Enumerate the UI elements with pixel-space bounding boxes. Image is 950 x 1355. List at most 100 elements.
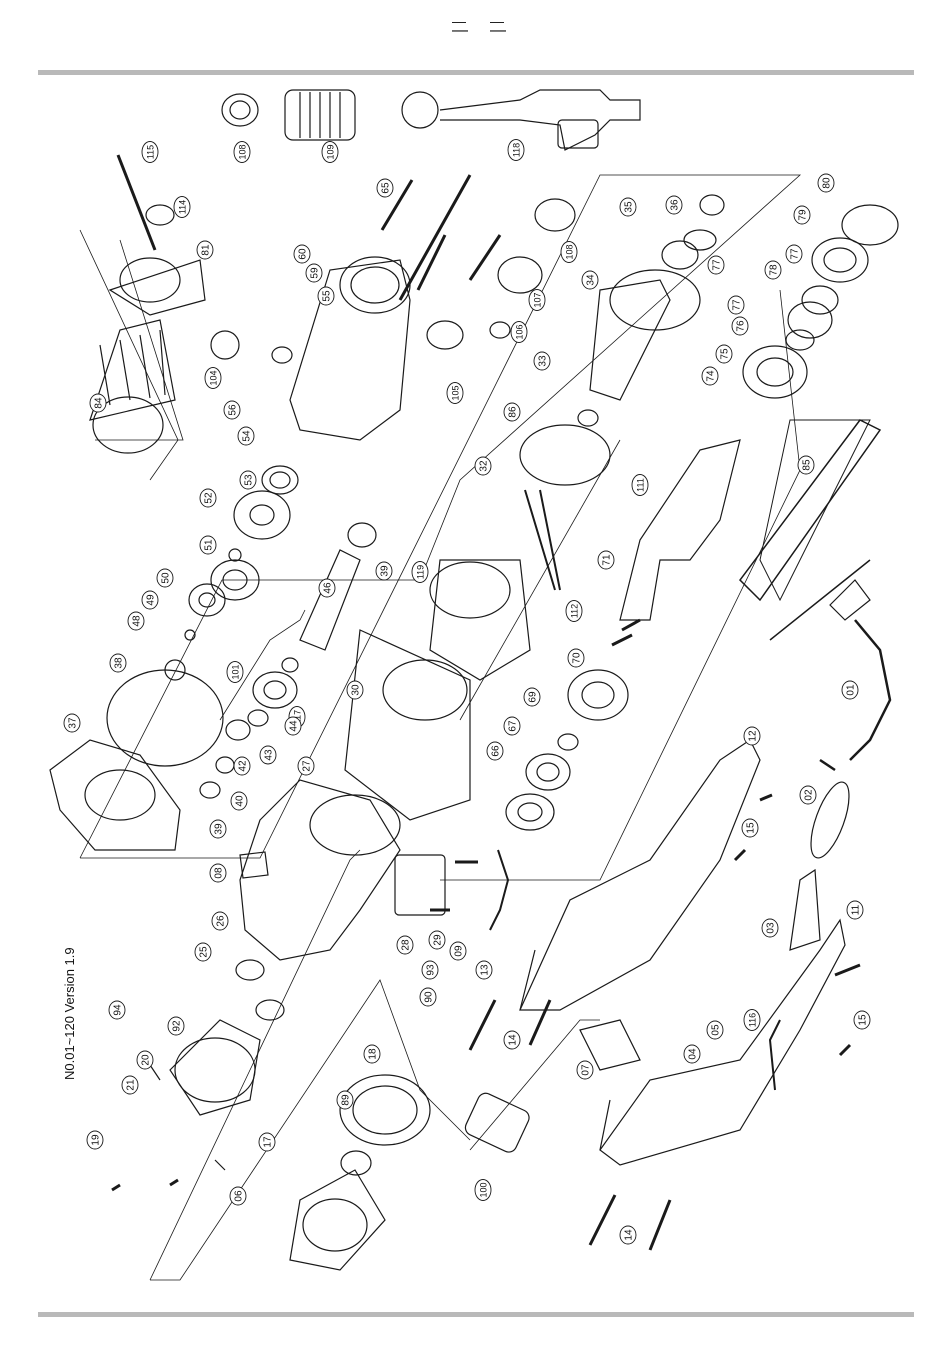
part-callout: 89 <box>336 1090 354 1110</box>
part-callout: 93 <box>421 960 439 980</box>
part-callout: 14 <box>619 1225 637 1245</box>
callout-circle <box>284 716 302 736</box>
callout-number: 15 <box>858 1014 869 1026</box>
power-cord-parts <box>739 419 892 1091</box>
part-callout: 37 <box>63 713 81 733</box>
part-callout: 106 <box>510 321 528 343</box>
callout-number: 108 <box>565 244 575 259</box>
callout-number: 35 <box>624 201 635 213</box>
callout-circle <box>817 173 835 193</box>
callout-circle <box>108 1000 126 1020</box>
handle-shell <box>519 739 846 1166</box>
callout-number: 54 <box>242 430 253 442</box>
bottom-cover-parts <box>149 849 530 1271</box>
callout-number: 27 <box>302 760 313 772</box>
callout-number: 36 <box>670 199 681 211</box>
callout-circle <box>233 756 251 776</box>
callout-circle <box>156 568 174 588</box>
part-callout: 67 <box>503 716 521 736</box>
callout-number: 46 <box>323 582 334 594</box>
callout-circle <box>715 344 733 364</box>
callout-circle <box>841 680 859 700</box>
callout-number: 39 <box>214 823 225 835</box>
callout-number: 07 <box>581 1064 592 1076</box>
callout-number: 71 <box>602 554 613 566</box>
part-callout: 20 <box>136 1050 154 1070</box>
callout-number: 02 <box>804 789 815 801</box>
motor-housing <box>239 779 446 961</box>
callout-number: 78 <box>769 264 780 276</box>
part-callout: 32 <box>474 456 492 476</box>
callout-circle <box>194 942 212 962</box>
callout-circle <box>421 960 439 980</box>
callout-number: 69 <box>528 691 539 703</box>
part-callout: 34 <box>581 270 599 290</box>
callout-number: 76 <box>736 320 747 332</box>
part-callout: 11 <box>846 900 864 920</box>
callout-circle <box>474 1179 492 1201</box>
callout-circle <box>474 456 492 476</box>
callout-number: 74 <box>706 370 717 382</box>
part-callout: 56 <box>223 400 241 420</box>
part-callout: 60 <box>293 244 311 264</box>
part-callout: 33 <box>533 351 551 371</box>
callout-number: 115 <box>146 145 156 159</box>
callout-number: 11 <box>851 904 862 915</box>
callout-number: 06 <box>234 1190 245 1202</box>
callout-number: 33 <box>538 355 549 367</box>
callout-number: 77 <box>732 299 743 311</box>
callout-circle <box>199 535 217 555</box>
callout-circle <box>411 561 429 583</box>
part-callout: 18 <box>363 1044 381 1064</box>
callout-number: 59 <box>310 267 321 279</box>
callout-circle <box>799 785 817 805</box>
callout-circle <box>567 648 585 668</box>
callout-number: 85 <box>802 459 813 471</box>
callout-number: 77 <box>712 259 723 271</box>
callout-number: 84 <box>94 397 105 409</box>
part-callout: 39 <box>209 819 227 839</box>
callout-circle <box>127 611 145 631</box>
part-callout: 50 <box>156 568 174 588</box>
part-callout: 36 <box>665 195 683 215</box>
part-callout: 69 <box>523 687 541 707</box>
part-callout: 21 <box>121 1075 139 1095</box>
callout-circle <box>209 863 227 883</box>
callout-number: 04 <box>688 1048 699 1060</box>
callout-number: 86 <box>508 406 519 418</box>
callout-circle <box>223 400 241 420</box>
part-callout: 38 <box>109 653 127 673</box>
part-callout: 105 <box>446 382 464 404</box>
callout-circle <box>727 295 745 315</box>
callout-number: 53 <box>244 474 255 486</box>
part-callout: 70 <box>567 648 585 668</box>
callout-circle <box>199 488 217 508</box>
callout-circle <box>631 474 649 496</box>
callout-circle <box>486 741 504 761</box>
callout-circle <box>475 960 493 980</box>
callout-circle <box>846 900 864 920</box>
callout-circle <box>764 260 782 280</box>
part-callout: 51 <box>199 535 217 555</box>
part-callout: 85 <box>797 455 815 475</box>
callout-number: 44 <box>289 720 300 732</box>
part-callout: 08 <box>209 863 227 883</box>
part-callout: 06 <box>229 1186 247 1206</box>
part-callout: 112 <box>565 600 583 622</box>
callout-circle <box>581 270 599 290</box>
part-callout: 35 <box>619 197 637 217</box>
callout-number: 12 <box>748 730 759 742</box>
callout-circle <box>853 1010 871 1030</box>
callout-circle <box>141 590 159 610</box>
callout-number: 52 <box>204 492 215 504</box>
callout-circle <box>533 351 551 371</box>
callout-circle <box>204 367 222 389</box>
callout-number: 37 <box>68 717 79 729</box>
callout-number: 29 <box>433 934 444 946</box>
callout-number: 49 <box>146 594 157 606</box>
callout-number: 18 <box>368 1048 379 1060</box>
part-callout: 40 <box>230 791 248 811</box>
callout-number: 14 <box>508 1034 519 1046</box>
callout-circle <box>428 930 446 950</box>
part-callout: 52 <box>199 488 217 508</box>
